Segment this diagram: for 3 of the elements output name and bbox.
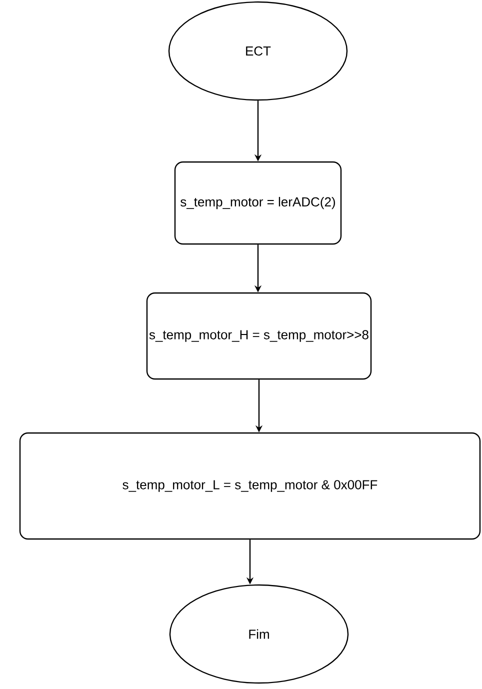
- process-box: s_temp_motor = lerADC(2): [174, 161, 342, 245]
- process-box: s_temp_motor_H = s_temp_motor>>8: [146, 292, 372, 380]
- process-box: s_temp_motor_L = s_temp_motor & 0x00FF: [19, 432, 481, 540]
